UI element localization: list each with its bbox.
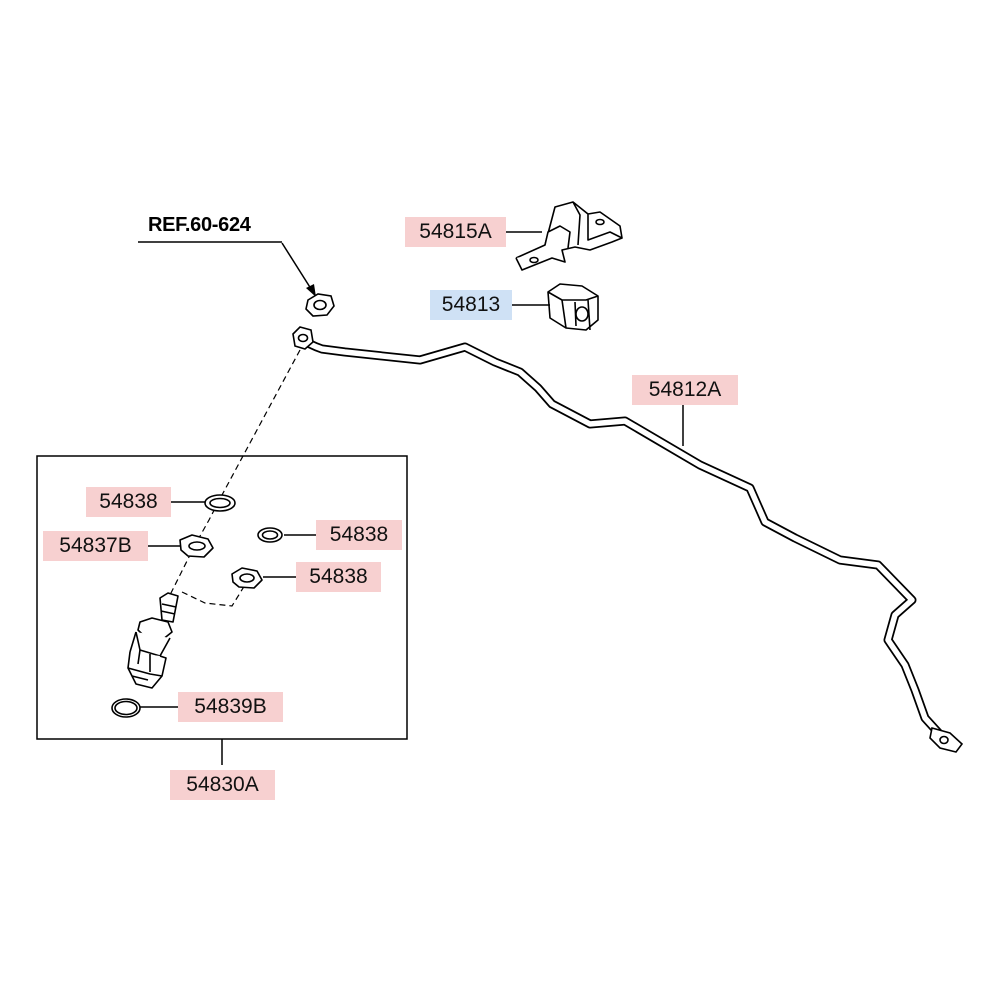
ref-nut-part[interactable]: [305, 293, 335, 317]
right-washer-top-part[interactable]: [257, 527, 283, 543]
bushing-bracket-part[interactable]: [515, 201, 623, 271]
label-lower-nut[interactable]: 54837B: [43, 531, 148, 561]
ref-arrowhead: [306, 284, 316, 297]
label-right-washer-bottom[interactable]: 54838: [296, 562, 381, 592]
bushing-part[interactable]: [547, 283, 599, 331]
bar-left-eye: [292, 326, 314, 350]
stabilizer-link-part[interactable]: [127, 592, 179, 689]
upper-washer-part[interactable]: [204, 494, 236, 512]
label-upper-washer[interactable]: 54838: [86, 487, 171, 517]
reference-label[interactable]: REF.60-624: [148, 214, 251, 236]
label-right-washer-top[interactable]: 54838: [316, 520, 402, 550]
bar-right-eye: [929, 726, 964, 753]
label-stabilizer-bar[interactable]: 54812A: [632, 375, 738, 405]
right-washer-bottom-part[interactable]: [231, 567, 263, 589]
link-centerline: [169, 349, 301, 596]
label-link-assembly[interactable]: 54830A: [170, 770, 275, 800]
link-ring-part[interactable]: [111, 698, 141, 718]
label-link-ring[interactable]: 54839B: [178, 692, 283, 722]
ref-leader-line: [281, 242, 314, 293]
link-centerline-offset: [181, 579, 249, 607]
label-bushing[interactable]: 54813: [430, 290, 512, 320]
label-bushing-bracket[interactable]: 54815A: [405, 217, 506, 247]
lower-nut-part[interactable]: [179, 534, 214, 558]
